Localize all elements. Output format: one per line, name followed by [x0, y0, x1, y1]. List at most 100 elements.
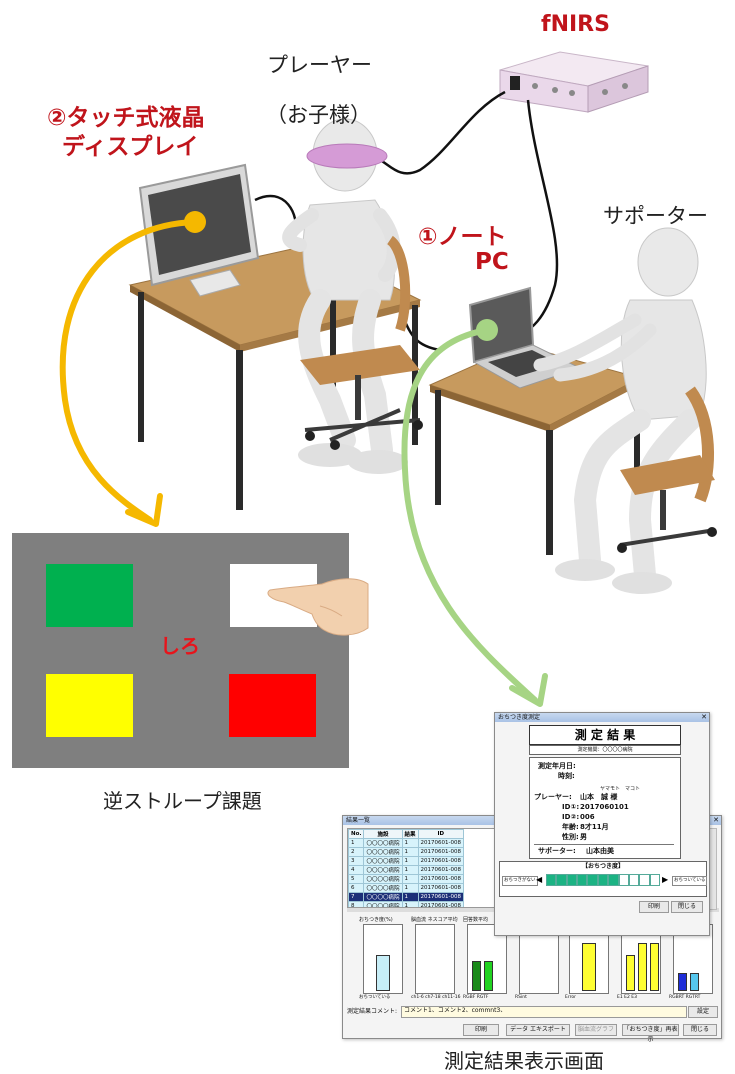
mini-chart-bar	[484, 961, 493, 991]
result-detail-titlebar: おちつき度測定 ✕	[495, 713, 709, 722]
column-header[interactable]: 施設	[363, 829, 403, 839]
player-chair	[300, 235, 423, 450]
mini-chart-title: おちつき度(%)	[359, 917, 393, 923]
mini-chart-xlabels: RGBF RGTF	[463, 995, 489, 1000]
table-cell: 5	[348, 874, 365, 884]
column-header[interactable]: 結果	[401, 829, 419, 839]
player-name: 山本 誠 様	[580, 793, 618, 801]
table-cell: 20170601-008	[417, 847, 465, 857]
gauge-cell	[597, 874, 609, 886]
reverse-stroop-panel: しろ	[12, 533, 349, 768]
player-field-label: プレーヤー:	[534, 793, 572, 801]
orange-arrow	[59, 211, 206, 527]
table-cell: 1	[401, 892, 419, 902]
fnirs-cable-to-laptop	[519, 99, 559, 337]
gauge-cell	[587, 874, 598, 886]
player-label: プレーヤー	[267, 53, 372, 77]
mini-chart-xlabels: おちついている	[359, 995, 391, 1000]
mini-chart	[415, 924, 455, 994]
result-detail-title: おちつき度測定	[498, 714, 541, 721]
supporter-chair	[617, 386, 717, 553]
gauge-left-label: おちつきがない	[502, 876, 538, 886]
table-cell: 3	[348, 856, 365, 866]
table-cell: 20170601-008	[417, 892, 465, 902]
mini-chart-title: 回答数平均	[463, 917, 489, 923]
table-cell: 7	[348, 892, 365, 902]
settings-button[interactable]: 設定	[688, 1006, 718, 1018]
result-info-box: 測定年月日: 時刻: ヤマモト マコト プレーヤー: 山本 誠 様 ID①: 2…	[529, 757, 681, 859]
comment-input[interactable]: コメント1、コメント2、commnt3、	[401, 1006, 687, 1018]
arrow-left-icon: ◀	[536, 875, 543, 884]
calmness-gauge	[546, 874, 660, 886]
close-icon[interactable]: ✕	[701, 713, 707, 721]
detail-print-button[interactable]: 印刷	[639, 901, 669, 913]
mini-chart	[363, 924, 403, 994]
gauge-right-label: おちついている	[672, 876, 708, 886]
table-cell: 〇〇〇〇病院	[363, 865, 403, 875]
gauge-cell	[577, 874, 588, 886]
detail-close-button[interactable]: 閉じる	[671, 901, 703, 913]
age-label: 年齢:	[562, 823, 579, 831]
touch-display-label-line1: ②タッチ式液晶	[47, 105, 205, 131]
table-cell: 〇〇〇〇病院	[363, 847, 403, 857]
sex-label: 性別:	[562, 833, 579, 841]
table-cell: 20170601-008	[417, 874, 465, 884]
mini-chart-bar	[638, 943, 647, 991]
table-cell: 1	[348, 838, 365, 848]
table-cell: 1	[401, 874, 419, 884]
table-cell: 〇〇〇〇病院	[363, 883, 403, 893]
close-icon[interactable]: ✕	[713, 816, 719, 824]
table-cell: 20170601-008	[417, 838, 465, 848]
supporter-field-label: サポーター:	[538, 847, 576, 855]
list-close-button[interactable]: 閉じる	[683, 1024, 717, 1036]
player-sub-label: （お子様）	[266, 103, 371, 127]
mini-chart	[467, 924, 507, 994]
column-header[interactable]: No.	[348, 829, 365, 839]
list-print-button[interactable]: 印刷	[463, 1024, 499, 1036]
pointing-hand-illustration	[267, 578, 369, 636]
stroop-word: しろ	[160, 634, 200, 658]
gauge-title: 【おちつき度】	[581, 863, 624, 870]
redisplay-calmness-button[interactable]: 「おちつき度」再表示	[622, 1024, 679, 1043]
red-square[interactable]	[229, 674, 316, 737]
result-list-title: 結果一覧	[346, 817, 371, 824]
institution-line: 測定機関：〇〇〇〇病院	[529, 745, 681, 755]
gauge-cell	[618, 874, 629, 886]
calmness-gauge-box: 【おちつき度】 おちつきがない ◀ ▶ おちついている	[499, 861, 708, 897]
player-figure	[282, 118, 408, 474]
sex-value: 男	[580, 833, 587, 841]
fnirs-label: fNIRS	[541, 12, 610, 37]
gauge-cell	[566, 874, 578, 886]
date-label: 測定年月日:	[538, 762, 576, 770]
green-square[interactable]	[46, 564, 133, 627]
blood-flow-graph-button[interactable]: 脳血流グラフ	[575, 1024, 617, 1036]
yellow-square[interactable]	[46, 674, 133, 737]
table-cell: 〇〇〇〇病院	[363, 874, 403, 884]
notebook-pc-label-line2: PC	[475, 249, 509, 275]
table-cell: 6	[348, 883, 365, 893]
data-export-button[interactable]: データ エキスポート	[506, 1024, 570, 1036]
age-value: 8才11月	[580, 823, 609, 831]
mini-chart-xlabels: Error	[565, 995, 576, 1000]
mini-chart-bar	[690, 973, 699, 991]
result-screen-caption: 測定結果表示画面	[444, 1049, 604, 1073]
mini-chart-bar	[582, 943, 596, 991]
id1-value: 2017060101	[580, 803, 629, 811]
gauge-cell	[608, 874, 619, 886]
time-label: 時刻:	[558, 772, 575, 780]
divider	[534, 844, 674, 845]
gauge-cell	[649, 874, 660, 886]
gauge-cell	[546, 874, 557, 886]
mini-chart-xlabels: RGBRT RGTRT	[669, 995, 701, 1000]
column-header[interactable]: ID	[417, 829, 465, 839]
